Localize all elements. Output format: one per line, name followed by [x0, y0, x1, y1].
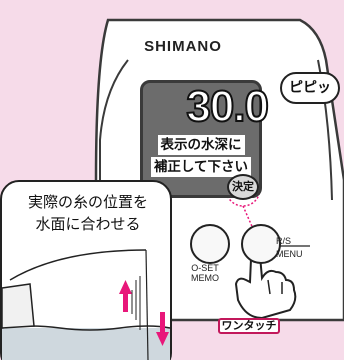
inset-instruction: 実際の糸の位置を 水面に合わせる — [6, 191, 170, 235]
display-message-line-1: 表示の水深に — [157, 135, 245, 155]
display-message: 表示の水深に 補正して下さい — [142, 134, 260, 178]
rs-label: R/S — [276, 236, 292, 246]
depth-readout: 30.0 — [185, 81, 270, 132]
oset-memo-label: O-SET MEMO — [190, 263, 220, 283]
memo-label: MEMO — [191, 273, 219, 283]
display-message-line-2: 補正して下さい — [150, 157, 252, 177]
inset-panel — [0, 180, 172, 360]
hand-pointer-icon — [234, 232, 297, 320]
menu-label: MENU — [276, 249, 303, 259]
instruction-line-1: 実際の糸の位置を — [27, 193, 148, 211]
up-arrow-icon — [119, 280, 132, 312]
instruction-line-2: 水面に合わせる — [35, 215, 141, 233]
rs-menu-button[interactable] — [241, 224, 281, 264]
oset-memo-button[interactable] — [190, 224, 230, 264]
one-touch-tag: ワンタッチ — [218, 318, 280, 334]
brand-logo: SHIMANO — [144, 38, 222, 55]
down-arrow-icon — [156, 312, 169, 346]
confirm-key[interactable]: 決定 — [227, 174, 259, 200]
oset-label: O-SET — [191, 263, 219, 273]
beep-speech-bubble: ピピッ — [280, 72, 340, 104]
fishing-line-icon — [1, 249, 149, 360]
